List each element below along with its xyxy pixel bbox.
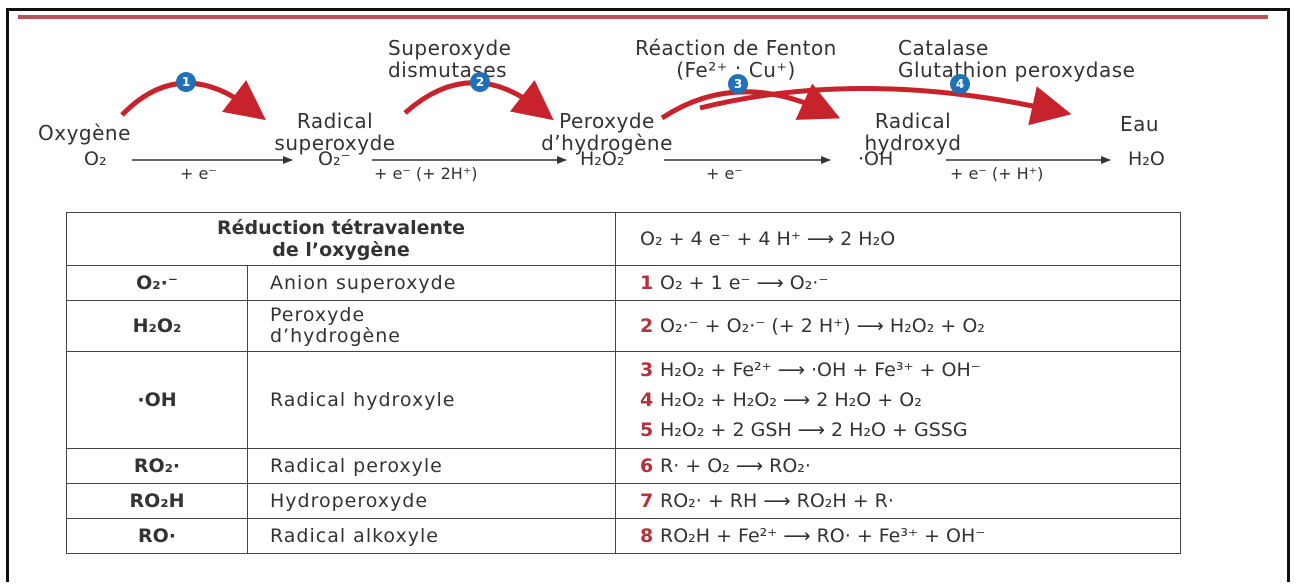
enzyme-fenton-label: Réaction de Fenton (Fe²⁺ : Cu⁺) — [635, 36, 837, 82]
arrow-label-1: + e⁻ — [180, 164, 217, 183]
row-name: Radical hydroxyle — [247, 351, 616, 449]
row-name: Anion superoxyde — [247, 265, 616, 301]
formula-o2: O₂ — [84, 148, 107, 170]
arrow-label-3: + e⁻ — [706, 164, 743, 183]
step-badge-4: 4 — [950, 74, 970, 94]
formula-h2o: H₂O — [1128, 148, 1165, 170]
table-header-row: Réduction tétravalente de l’oxygène O₂ +… — [66, 212, 1181, 266]
arrow-label-2: + e⁻ (+ 2H⁺) — [374, 164, 478, 183]
row-symbol: ·OH — [66, 351, 248, 449]
species-hydroxyl: Radical hydroxyd — [864, 109, 962, 155]
row-name: Peroxyde d’hydrogène — [247, 300, 616, 352]
formula-h2o2: H₂O₂ — [580, 148, 625, 170]
row-name: Radical alkoxyle — [247, 518, 616, 554]
row-name: Radical peroxyle — [247, 448, 616, 484]
step-badge-1: 1 — [176, 72, 196, 92]
step-badge-2: 2 — [470, 72, 490, 92]
curved-arrow-4 — [699, 86, 1072, 126]
reaction-arrows — [120, 79, 1111, 164]
enzyme-catalase-label: Catalase Glutathion peroxydase — [898, 36, 1136, 82]
arrow-label-4: + e⁻ (+ H⁺) — [950, 164, 1044, 183]
formula-superoxide: O₂⁻ — [318, 148, 351, 170]
formula-oh: ·OH — [858, 148, 894, 170]
row-symbol: RO· — [66, 518, 248, 554]
step-badge-3: 3 — [728, 74, 748, 94]
row-symbol: H₂O₂ — [66, 300, 248, 352]
species-superoxide: Radical superoxyde — [274, 109, 396, 155]
row-name: Hydroperoxyde — [247, 483, 616, 519]
row-symbol: RO₂H — [66, 483, 248, 519]
table-header-title: Réduction tétravalente de l’oxygène — [66, 212, 616, 266]
ros-table: Réduction tétravalente de l’oxygène O₂ +… — [66, 212, 1181, 554]
row-symbol: RO₂· — [66, 448, 248, 484]
table-header-equation: O₂ + 4 e⁻ + 4 H⁺ ⟶ 2 H₂O — [615, 212, 1181, 266]
species-water: Eau — [1120, 112, 1160, 136]
species-oxygen: Oxygène — [38, 121, 131, 145]
species-peroxide: Peroxyde d’hydrogène — [541, 109, 673, 155]
row-symbol: O₂·⁻ — [66, 265, 248, 301]
top-accent-bar — [18, 15, 1268, 19]
enzyme-sod-label: Superoxyde dismutases — [388, 36, 512, 82]
